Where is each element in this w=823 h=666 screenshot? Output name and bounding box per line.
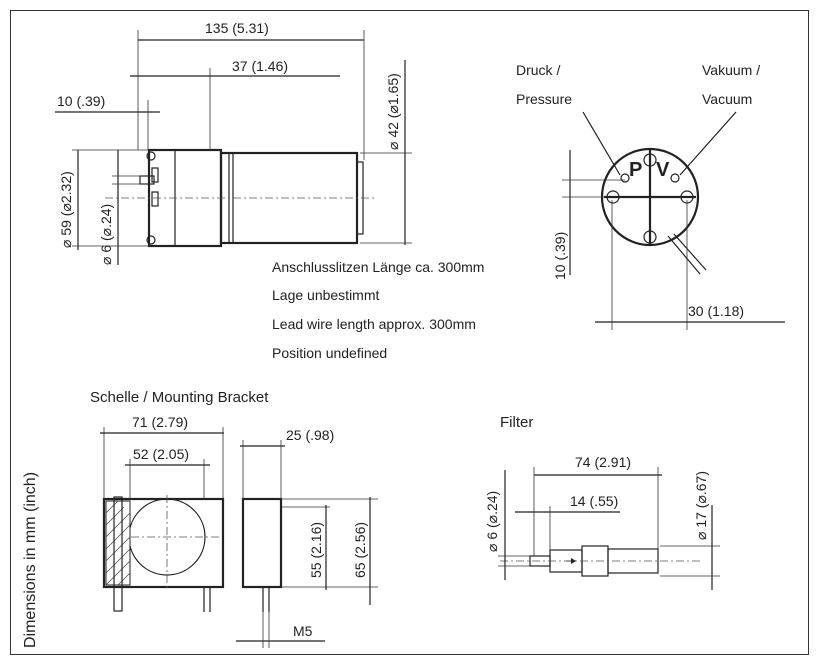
dim-end-height: 10 (.39) [552,232,568,280]
dim-diameter: ⌀ 42 (⌀1.65) [385,73,401,150]
bracket-side [241,497,283,589]
dim-bracket-h1: 55 (2.16) [308,522,324,578]
dim-bracket-width: 71 (2.79) [132,414,188,430]
mark-v: V [656,159,670,181]
label-vacuum-1: Vakuum / [702,62,760,78]
note-line-4: Position undefined [272,345,387,361]
dim-port: ⌀ 6 (⌀.24) [98,204,114,265]
pump-end-view: P V Druck / Pressure Vakuum / Vacuum 10 … [516,62,785,330]
dim-filter-diameter: ⌀ 17 (⌀.67) [693,471,709,540]
filter-drawing: Filter 74 (2.91) 14 (.55) ⌀ 6 (⌀.24) ⌀ 1… [484,414,720,590]
dim-filter-length: 74 (2.91) [575,454,631,470]
mark-p: P [629,159,642,181]
note-line-1: Anschlusslitzen Länge ca. 300mm [272,259,484,275]
bracket-title: Schelle / Mounting Bracket [90,389,269,406]
dim-bracket-h2: 65 (2.56) [352,522,368,578]
dim-filter-inner: 14 (.55) [570,493,618,509]
dim-bracket-depth: 25 (.98) [286,427,334,443]
port-top [643,153,657,167]
port-bottom [643,230,657,244]
drawing-frame [10,10,809,655]
note-line-3: Lead wire length approx. 300mm [272,316,476,332]
dim-offset: 10 (.39) [57,93,105,109]
label-pressure-1: Druck / [516,62,560,78]
filter-title: Filter [500,414,533,431]
dim-thread: M5 [293,623,313,639]
dim-length: 135 (5.31) [205,20,269,36]
label-pressure-2: Pressure [516,91,572,107]
port-left [606,190,620,204]
dim-bracket-hole: 52 (2.05) [133,446,189,462]
dim-port-spacing: ⌀ 59 (⌀2.32) [58,171,74,248]
pump-front-view: 135 (5.31) 37 (1.46) 10 (.39) ⌀ 42 (⌀1.6… [55,20,484,361]
pressure-port [620,173,630,183]
dim-filter-port: ⌀ 6 (⌀.24) [484,491,500,552]
note-line-2: Lage unbestimmt [272,287,380,303]
label-vacuum-2: Vacuum [702,91,752,107]
pump-port [139,175,155,185]
dim-end-width: 30 (1.18) [688,303,744,319]
vacuum-port [670,173,680,183]
dim-head: 37 (1.46) [232,58,288,74]
mounting-bracket: Schelle / Mounting Bracket 71 (2.79) 52 … [90,389,378,648]
